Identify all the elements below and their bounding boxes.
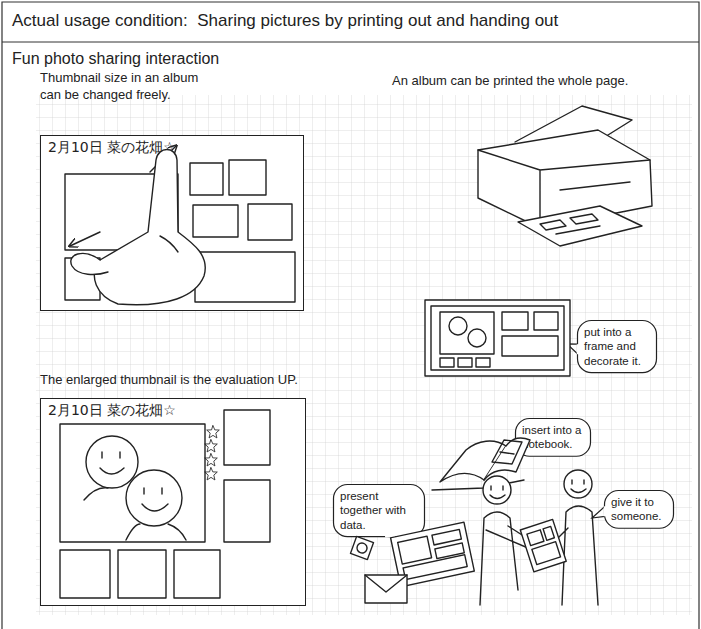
bubble-body	[578, 321, 657, 373]
speech-bubble: insert into a notebook.	[515, 418, 591, 457]
speech-bubble: present together with data.	[333, 484, 425, 537]
thumbnail	[502, 312, 528, 330]
section-heading: Fun photo sharing interaction	[12, 49, 432, 70]
graph-paper	[36, 95, 692, 615]
bubble-outline	[604, 490, 674, 529]
person-head	[483, 476, 511, 504]
title-rule	[2, 42, 699, 43]
face	[468, 329, 486, 347]
album-title: 2月10日 菜の花畑☆	[48, 139, 296, 157]
caption: An album can be printed the whole page.	[392, 73, 697, 90]
bubble-text: give it to someone.	[611, 495, 667, 524]
face	[449, 317, 467, 335]
bubble-tail	[592, 506, 605, 518]
bubble-text: insert into a notebook.	[522, 423, 584, 452]
printer-paper-feed	[515, 106, 632, 142]
speech-bubble: give it to someone.	[604, 490, 674, 529]
bubble-joint	[515, 440, 518, 450]
printer-body	[478, 130, 652, 228]
album-page: 2月10日 菜の花畑☆	[40, 135, 304, 311]
data-disc	[350, 536, 373, 559]
printer-edge	[478, 150, 650, 228]
person-body	[480, 512, 530, 605]
bubble-body	[605, 491, 674, 529]
bubble-text: put into a frame and decorate it.	[584, 325, 650, 368]
speech-bubble: put into a frame and decorate it.	[577, 320, 657, 373]
bubble-joint	[385, 535, 395, 538]
printed-sheet	[518, 206, 642, 246]
bubble-body	[334, 485, 425, 537]
notebook-cover	[432, 480, 524, 490]
thumbnail	[440, 358, 454, 367]
thumbnail	[476, 358, 490, 367]
bubble-outline	[515, 418, 591, 457]
person-body	[552, 506, 598, 605]
face-features	[490, 486, 505, 499]
envelope	[365, 575, 407, 603]
caption: Thumbnail size in an album can be change…	[40, 70, 222, 104]
bubble-tail	[499, 440, 516, 456]
bubble-joint	[604, 506, 607, 516]
bubble-body	[516, 419, 591, 457]
thumbnail	[534, 312, 558, 330]
album-title: 2月10日 菜の花畑☆	[48, 402, 298, 420]
thumbnail	[440, 312, 494, 354]
bubble-text: present together with data.	[340, 489, 418, 532]
frame-inner	[431, 306, 564, 370]
bubble-tail	[567, 344, 578, 354]
notebook-page	[440, 441, 506, 482]
picture-frame	[425, 300, 570, 376]
handed-print	[520, 519, 566, 571]
caption: The enlarged thumbnail is the evaluation…	[40, 372, 370, 389]
face-features	[571, 480, 586, 493]
envelope-flap	[365, 575, 407, 592]
page-title: Actual usage condition: Sharing pictures…	[12, 11, 692, 31]
album-page: 2月10日 菜の花畑☆	[40, 398, 306, 606]
bubble-joint	[577, 344, 580, 354]
person-head	[564, 470, 592, 498]
thumbnail	[458, 358, 472, 367]
printed-thumbnails	[540, 214, 600, 234]
thumbnail	[502, 336, 558, 356]
